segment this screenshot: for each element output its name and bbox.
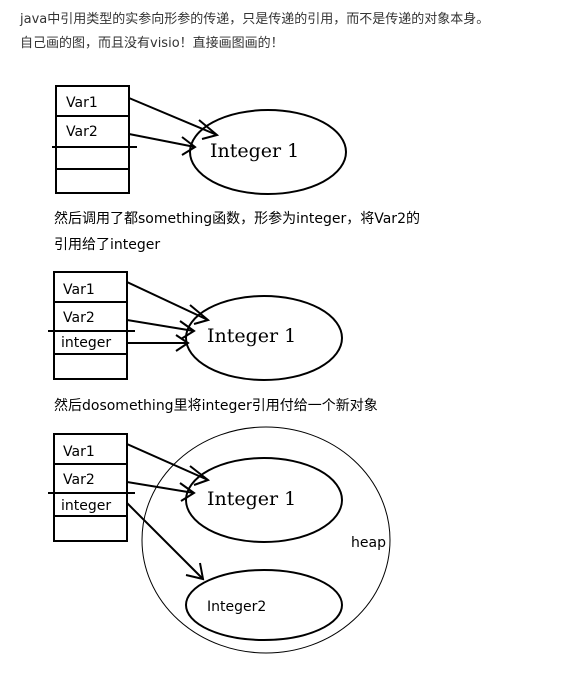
- stack-cell-integer: integer: [61, 335, 111, 351]
- stack-frame: [48, 433, 135, 542]
- object-integer-2: [185, 569, 343, 641]
- figure-3-diagram: heap Var1 Var2 integer Integer 1 Integer…: [48, 426, 391, 654]
- object-integer-1-label: Integer 1: [207, 325, 296, 347]
- arrow-var2-to-integer: [126, 319, 196, 340]
- caption-1-line-1: 然后调用了都something函数，形参为integer，将Var2的: [54, 211, 420, 227]
- stack-frame: [48, 271, 135, 380]
- object-integer-1: [185, 457, 343, 543]
- object-integer-1: [189, 109, 347, 195]
- object-integer-1: [185, 295, 343, 381]
- intro-line-2: 自己画的图，而且没有visio！直接画图画的！: [20, 36, 284, 51]
- arrow-var2-to-integer-1: [126, 481, 196, 502]
- stack-cell-var2: Var2: [63, 472, 95, 488]
- object-integer-1-label: Integer 1: [210, 140, 299, 162]
- arrow-var1-to-integer-1: [126, 443, 211, 486]
- figure-2-diagram: Var1 Var2 integer Integer 1: [48, 271, 343, 381]
- heap-label: heap: [351, 535, 386, 551]
- caption-1-line-2: 引用给了integer: [54, 237, 161, 253]
- arrow-var1-to-integer: [126, 281, 211, 325]
- stack-cell-var1: Var1: [63, 282, 95, 298]
- stack-cell-integer: integer: [61, 498, 111, 514]
- caption-2-line-1: 然后dosomething里将integer引用付给一个新对象: [54, 398, 378, 414]
- figure-1-diagram: Var1 Var2 Integer 1: [52, 85, 347, 195]
- stack-cell-var1: Var1: [66, 95, 98, 111]
- arrow-var1-to-integer: [128, 97, 220, 140]
- intro-line-1: java中引用类型的实参向形参的传递，只是传递的引用，而不是传递的对象本身。: [20, 12, 490, 27]
- object-integer-1-label: Integer 1: [207, 488, 296, 510]
- stack-cell-var1: Var1: [63, 444, 95, 460]
- stack-cell-var2: Var2: [66, 124, 98, 140]
- arrow-integer-to-integer-2: [126, 502, 205, 581]
- stack-frame: [52, 85, 137, 194]
- heap-region: [141, 426, 391, 654]
- stack-cell-var2: Var2: [63, 310, 95, 326]
- arrow-integer-to-integer: [127, 334, 190, 352]
- arrow-var2-to-integer: [128, 133, 197, 156]
- object-integer-2-label: Integer2: [207, 599, 266, 615]
